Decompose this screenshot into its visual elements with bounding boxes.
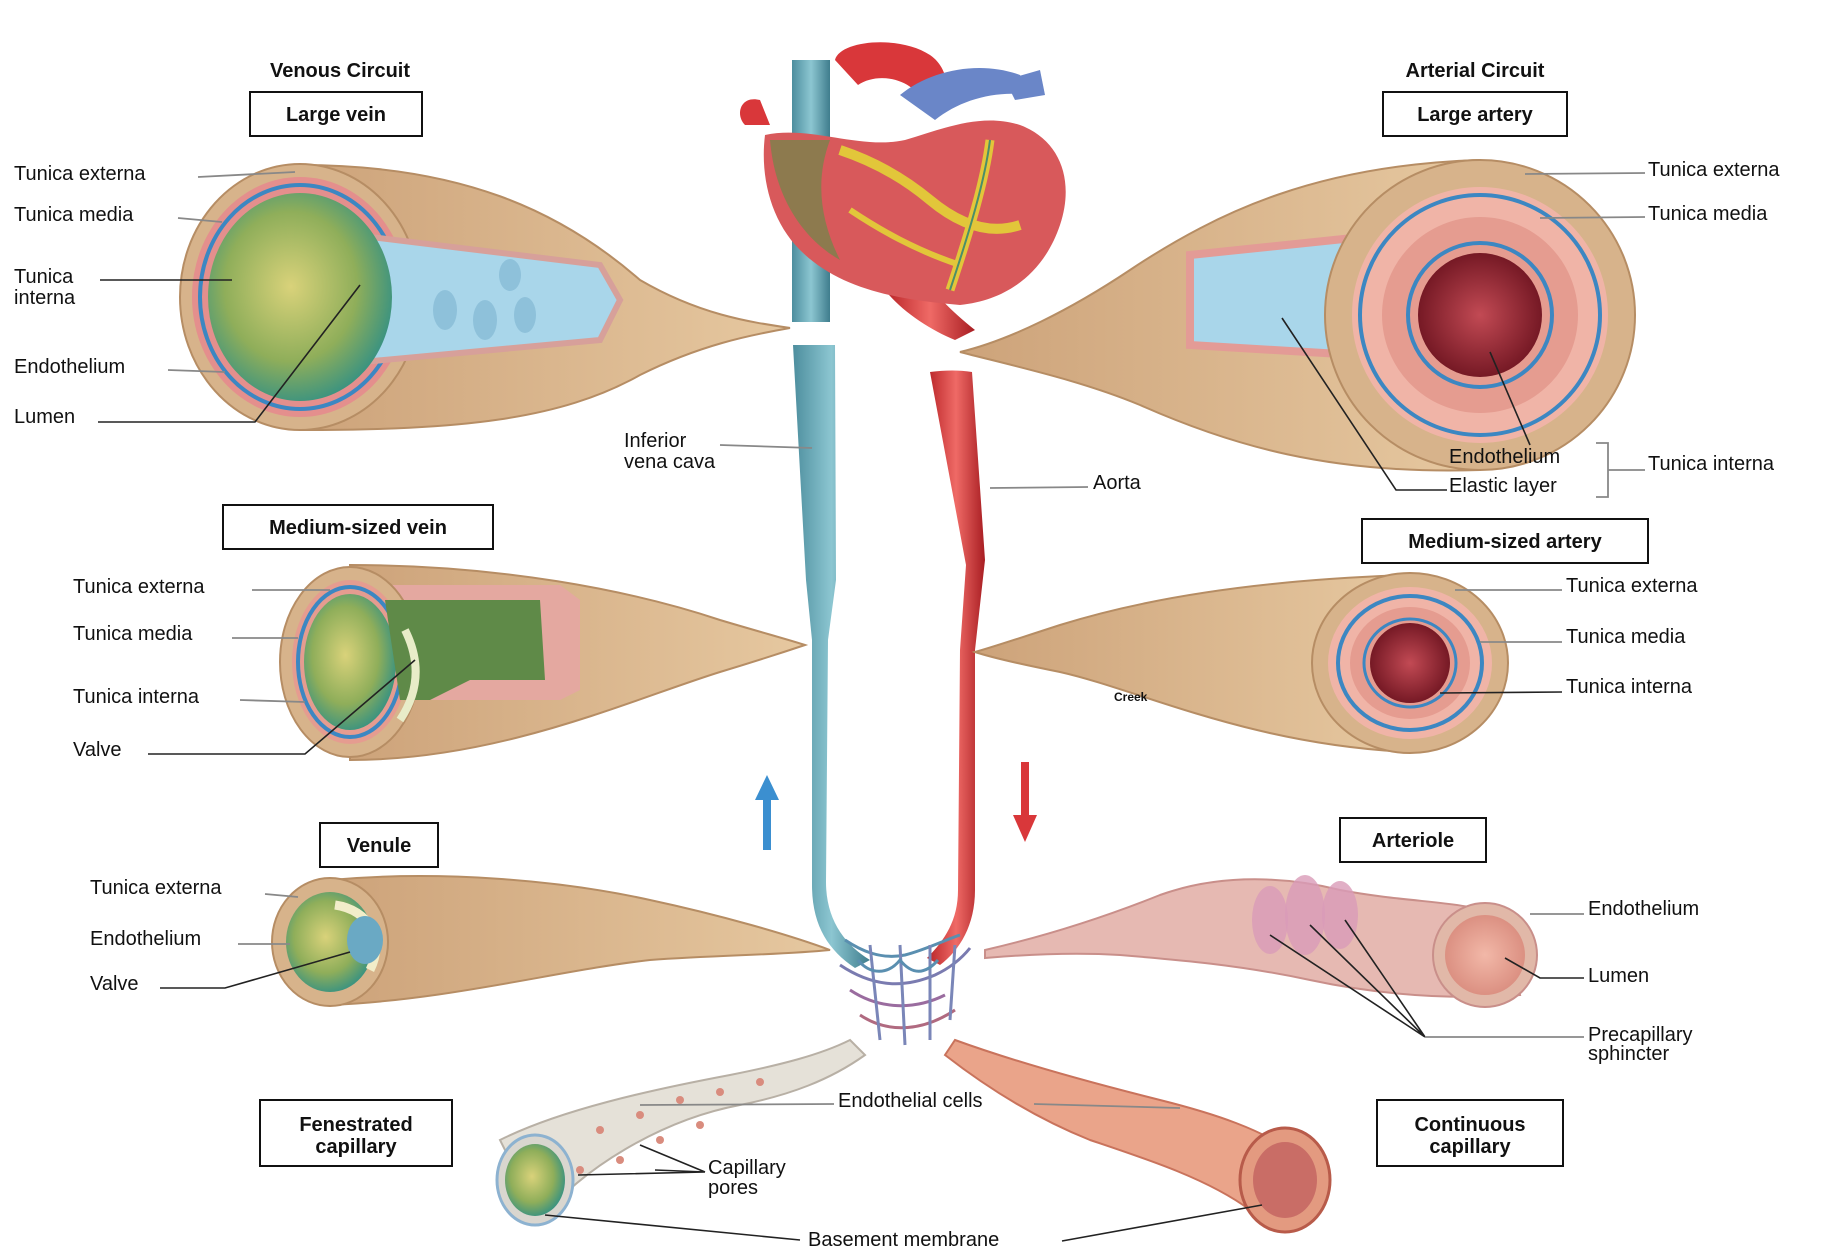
art-sphincter-label-2: sphincter bbox=[1588, 1043, 1669, 1065]
ven-valve-label: Valve bbox=[90, 973, 139, 995]
ivc-label-2: vena cava bbox=[624, 451, 716, 473]
aorta-label: Aorta bbox=[1093, 472, 1142, 494]
box-large-vein-label: Large vein bbox=[286, 104, 386, 126]
art-lumen-label: Lumen bbox=[1588, 965, 1649, 987]
ven-endothelium-label: Endothelium bbox=[90, 928, 201, 950]
la-externa-label: Tunica externa bbox=[1648, 159, 1780, 181]
lv-interna-label-2: interna bbox=[14, 287, 76, 309]
box-continuous-label-2: capillary bbox=[1429, 1136, 1511, 1158]
ma-interna-label: Tunica interna bbox=[1566, 676, 1693, 698]
box-fenestrated-capillary: Fenestrated capillary bbox=[260, 1100, 452, 1166]
ma-media-label: Tunica media bbox=[1566, 626, 1686, 648]
aorta-lower bbox=[927, 371, 985, 966]
box-medium-artery: Medium-sized artery bbox=[1362, 519, 1648, 563]
ven-externa-label: Tunica externa bbox=[90, 877, 222, 899]
endothelial-cells-label: Endothelial cells bbox=[838, 1090, 983, 1112]
mv-interna-label: Tunica interna bbox=[73, 686, 200, 708]
box-venule: Venule bbox=[320, 823, 438, 867]
box-fenestrated-label-2: capillary bbox=[315, 1136, 397, 1158]
la-media-label: Tunica media bbox=[1648, 203, 1768, 225]
large-vein-illustration bbox=[180, 164, 790, 430]
box-arteriole: Arteriole bbox=[1340, 818, 1486, 862]
box-medium-vein: Medium-sized vein bbox=[223, 505, 493, 549]
box-medium-vein-label: Medium-sized vein bbox=[269, 517, 447, 539]
box-medium-artery-label: Medium-sized artery bbox=[1408, 531, 1602, 553]
la-interna-label: Tunica interna bbox=[1648, 453, 1775, 475]
lv-media-label: Tunica media bbox=[14, 204, 134, 226]
box-continuous-capillary: Continuous capillary bbox=[1377, 1100, 1563, 1166]
arterial-circuit-header: Arterial Circuit bbox=[1406, 60, 1545, 82]
arteriole-illustration bbox=[985, 875, 1537, 1007]
arrow-up-icon bbox=[755, 775, 779, 850]
box-fenestrated-label-1: Fenestrated bbox=[299, 1114, 412, 1136]
medium-artery-illustration bbox=[975, 573, 1508, 753]
fenestrated-capillary-illustration bbox=[497, 1040, 865, 1225]
mv-valve-label: Valve bbox=[73, 739, 122, 761]
lv-externa-label: Tunica externa bbox=[14, 163, 146, 185]
box-large-vein: Large vein bbox=[250, 92, 422, 136]
art-endothelium-label: Endothelium bbox=[1588, 898, 1699, 920]
ma-creek-label: Creek bbox=[1114, 690, 1148, 704]
box-continuous-label-1: Continuous bbox=[1414, 1114, 1525, 1136]
venous-circuit-header: Venous Circuit bbox=[270, 60, 410, 82]
heart-illustration bbox=[740, 42, 1066, 305]
mv-externa-label: Tunica externa bbox=[73, 576, 205, 598]
box-large-artery-label: Large artery bbox=[1417, 104, 1533, 126]
venule-illustration bbox=[272, 876, 830, 1006]
continuous-capillary-illustration bbox=[945, 1040, 1330, 1232]
arrow-down-icon bbox=[1013, 762, 1037, 842]
mv-media-label: Tunica media bbox=[73, 623, 193, 645]
box-venule-label: Venule bbox=[347, 835, 411, 857]
box-large-artery: Large artery bbox=[1383, 92, 1567, 136]
vena-cava-lower bbox=[793, 345, 870, 968]
capillary-pores-label-1: Capillary bbox=[708, 1157, 786, 1179]
ivc-label-1: Inferior bbox=[624, 430, 687, 452]
box-arteriole-label: Arteriole bbox=[1372, 830, 1454, 852]
la-elastic-label: Elastic layer bbox=[1449, 475, 1557, 497]
capillary-pores-label-2: pores bbox=[708, 1177, 758, 1199]
lv-endothelium-label: Endothelium bbox=[14, 356, 125, 378]
la-endothelium-label: Endothelium bbox=[1449, 446, 1560, 468]
lv-interna-label-1: Tunica bbox=[14, 266, 74, 288]
ma-externa-label: Tunica externa bbox=[1566, 575, 1698, 597]
lv-lumen-label: Lumen bbox=[14, 406, 75, 428]
medium-vein-illustration bbox=[280, 565, 805, 760]
basement-membrane-label: Basement membrane bbox=[808, 1229, 999, 1246]
